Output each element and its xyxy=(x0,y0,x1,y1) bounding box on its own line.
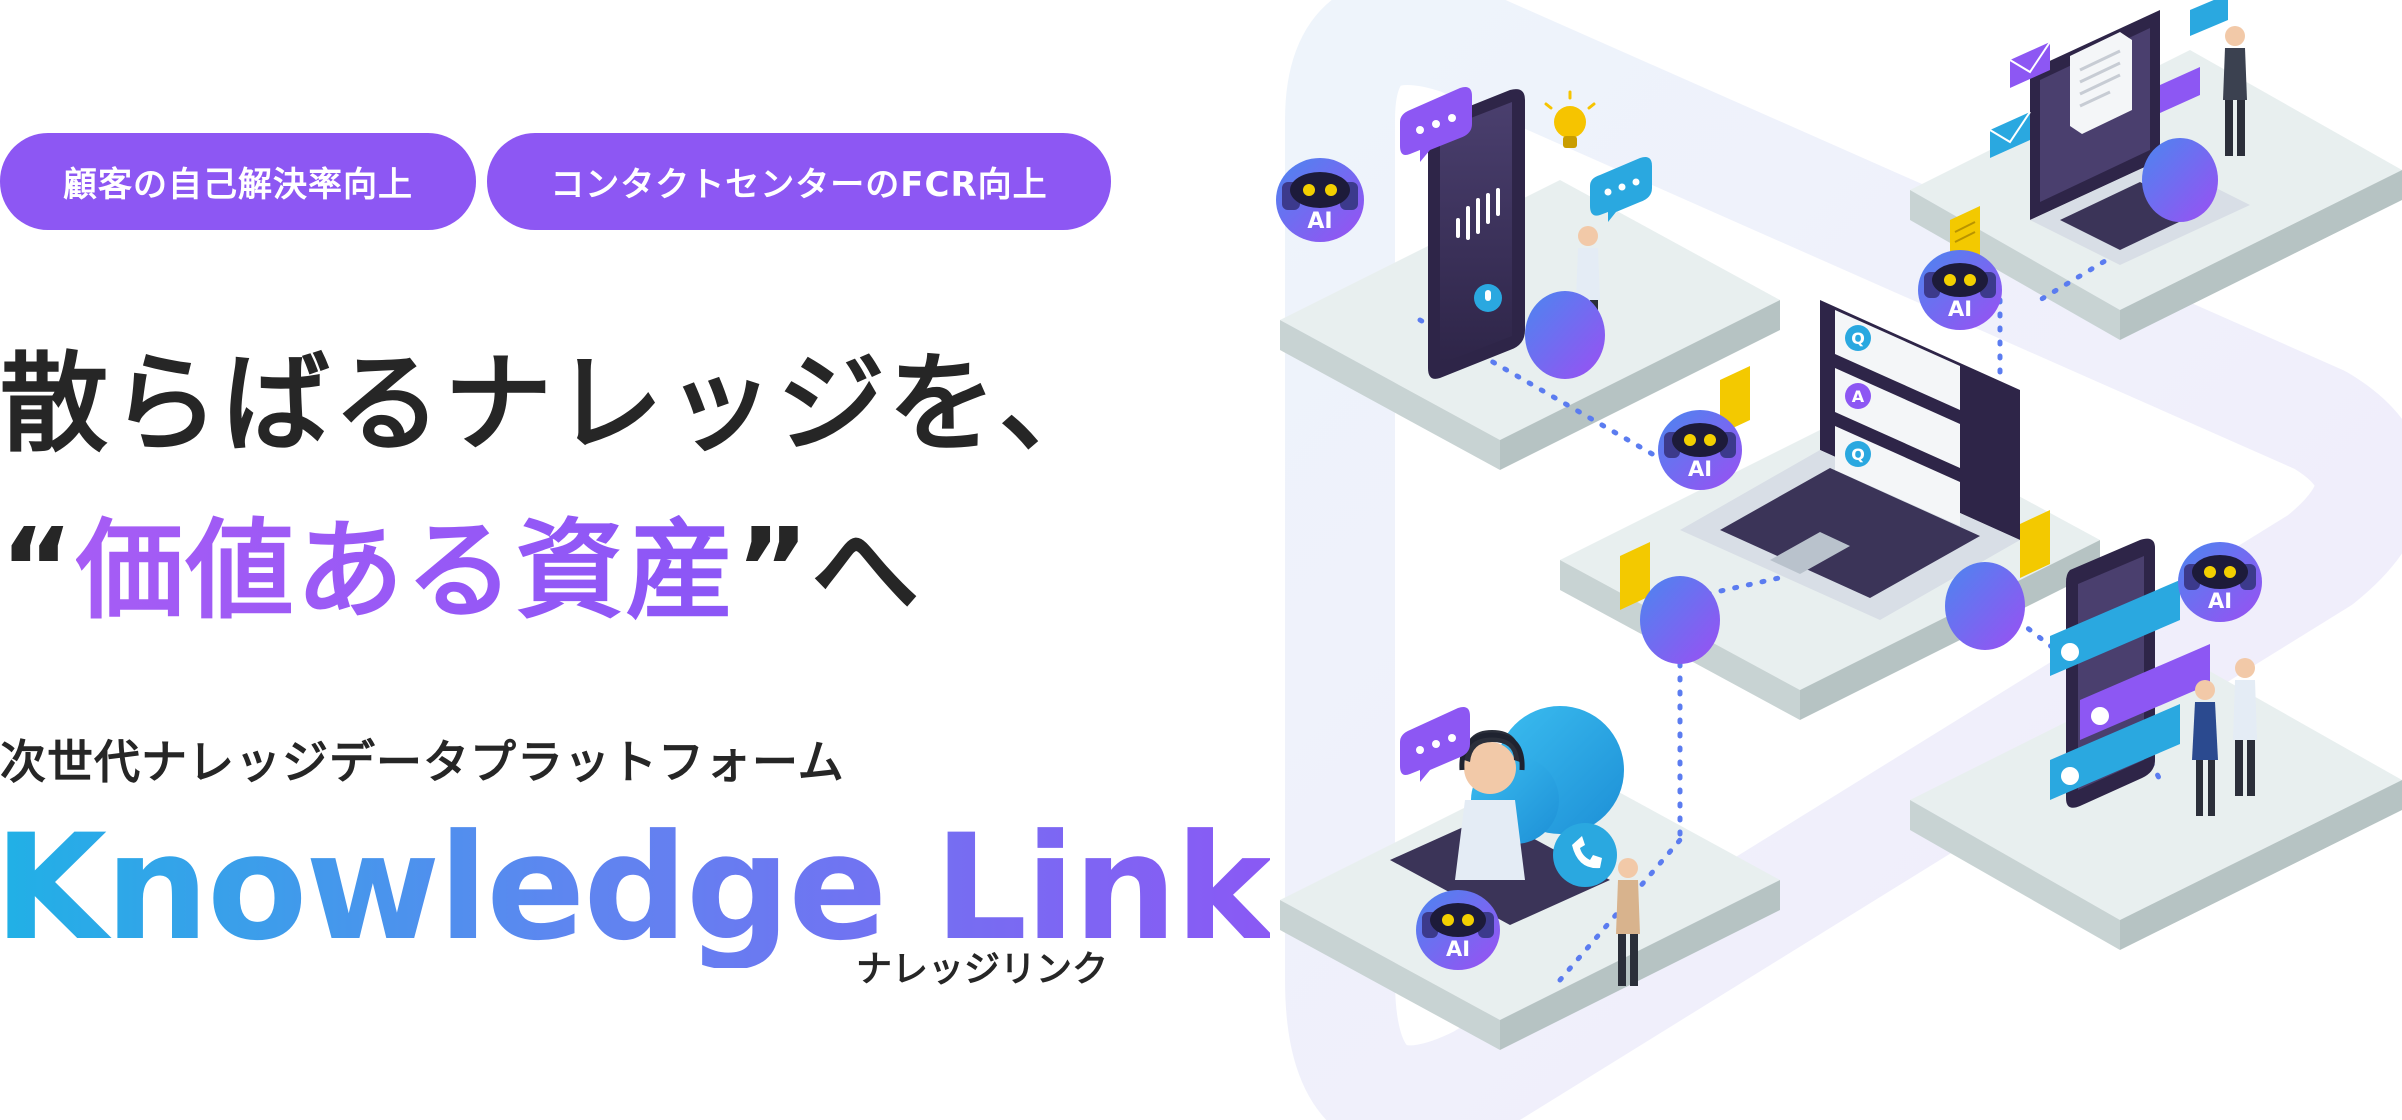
brand-logo: Knowledge Link xyxy=(0,808,1272,968)
background-path-shape xyxy=(1285,0,2402,1120)
document-icon xyxy=(2020,510,2050,578)
waveform xyxy=(1456,188,1500,240)
person-standing xyxy=(2233,658,2257,796)
ai-label: AI xyxy=(1688,457,1712,481)
laptop-qa: Q A Q xyxy=(1680,300,2020,620)
robot-icon: AI xyxy=(1276,158,1364,242)
robot-icon: AI xyxy=(1658,410,1742,490)
envelope-icon xyxy=(2190,0,2228,36)
qa-icon-q xyxy=(1845,441,1871,467)
robot-back xyxy=(1640,576,1720,664)
chat-bubble-icon xyxy=(1400,87,1472,162)
platform-bottom-right xyxy=(1910,660,2402,950)
phone-icon xyxy=(1553,823,1617,887)
platform-top-left xyxy=(1280,180,1780,470)
robot-back xyxy=(2142,138,2218,222)
qa-card-1: Q xyxy=(1835,310,1960,410)
envelope-icon xyxy=(2009,41,2051,88)
qa-label-q-2: Q xyxy=(1851,445,1865,464)
envelope-icon xyxy=(1989,111,2031,158)
brand-reading: ナレッジリンク xyxy=(856,949,1109,990)
tag-contact-center-fcr: コンタクトセンターのFCR向上 xyxy=(487,133,1111,230)
robot-icon: AI xyxy=(1416,890,1500,970)
qa-card-3: Q xyxy=(1835,426,1960,526)
person-standing xyxy=(1616,858,1640,986)
qa-card-2: A xyxy=(1835,368,1960,468)
smartphone-voice xyxy=(1428,89,1525,379)
ai-label: AI xyxy=(1446,937,1470,961)
document-icon xyxy=(2070,32,2132,134)
qa-icon-a xyxy=(1845,383,1871,409)
hero-illustration: Q A Q xyxy=(1260,0,2402,1120)
close-quote: ” xyxy=(735,505,812,635)
headline-line-2: “価値ある資産”へ xyxy=(0,505,1150,637)
chat-bubble-icon xyxy=(1590,157,1652,222)
smartphone-profiles xyxy=(2050,538,2210,808)
qa-label-q-1: Q xyxy=(1851,329,1865,348)
person-standing xyxy=(2223,26,2247,156)
robot-back xyxy=(1945,562,2025,650)
envelope-icon xyxy=(2160,67,2200,113)
lightbulb-icon xyxy=(1544,90,1596,148)
document-icon xyxy=(1620,542,1650,610)
open-quote: “ xyxy=(0,505,76,635)
chat-bubble-icon xyxy=(1400,707,1470,782)
ai-label: AI xyxy=(1307,209,1332,234)
qa-label-a: A xyxy=(1852,387,1865,406)
document-icon xyxy=(1720,366,1750,434)
headline-highlight: 価値ある資産 xyxy=(75,509,736,634)
ai-label: AI xyxy=(1948,297,1972,321)
robot-icon: AI xyxy=(1918,250,2002,330)
support-operator xyxy=(1390,706,1624,925)
tagline: 次世代ナレッジデータプラットフォーム xyxy=(0,735,845,789)
robot-back xyxy=(1525,291,1605,379)
tag-self-resolution: 顧客の自己解決率向上 xyxy=(0,133,476,230)
headline-suffix: へ xyxy=(811,509,922,634)
robot-icon: AI xyxy=(2178,542,2262,622)
headline-line-1: 散らばるナレッジを、 xyxy=(0,342,1111,467)
qa-icon-q xyxy=(1845,325,1871,351)
ai-label: AI xyxy=(2208,589,2232,613)
person-standing xyxy=(2192,680,2218,816)
